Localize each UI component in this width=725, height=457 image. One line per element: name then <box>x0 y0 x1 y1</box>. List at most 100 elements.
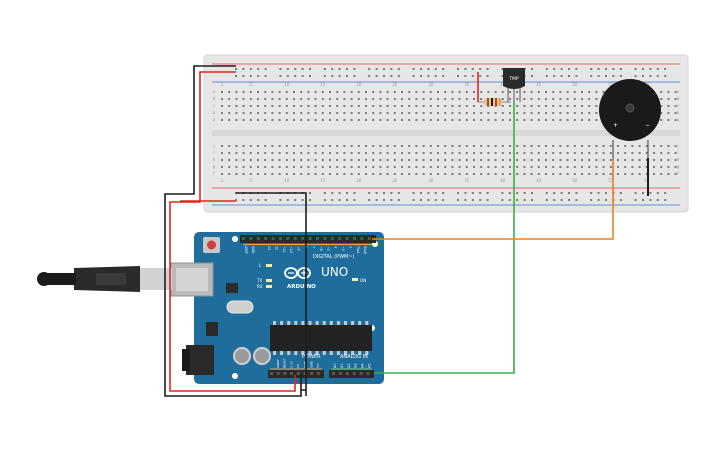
breadboard-hole <box>264 68 267 70</box>
digital-pin-hole[interactable] <box>316 237 319 240</box>
resistor[interactable] <box>478 98 511 106</box>
breadboard-hole <box>357 105 360 107</box>
wire-5v-red-top[interactable] <box>169 71 296 392</box>
breadboard-hole <box>605 199 607 201</box>
digital-pin-hole[interactable] <box>360 237 364 240</box>
breadboard-hole <box>420 192 422 194</box>
analog-pin-hole[interactable] <box>352 372 356 375</box>
power-pin-hole[interactable] <box>310 372 314 375</box>
digital-pin-hole[interactable] <box>256 237 260 240</box>
breadboard-hole <box>458 112 461 114</box>
breadboard-hole <box>458 105 461 107</box>
breadboard-hole <box>465 159 468 161</box>
digital-pin-hole[interactable] <box>353 237 356 240</box>
breadboard-hole <box>350 159 353 161</box>
power-pin-hole[interactable] <box>276 372 280 375</box>
breadboard-hole <box>242 199 245 201</box>
breadboard-hole <box>667 152 670 154</box>
row-letter: a <box>677 117 680 122</box>
digital-pin-hole[interactable] <box>345 237 349 240</box>
analog-pin-hole[interactable] <box>332 372 335 375</box>
column-number: 25 <box>392 178 398 183</box>
breadboard-hole <box>300 145 303 147</box>
power-pin-hole[interactable] <box>270 372 273 375</box>
breadboard-hole <box>638 145 641 147</box>
digital-pin-hole[interactable] <box>323 237 327 240</box>
piezo-buzzer[interactable]: + − <box>599 79 661 178</box>
breadboard-hole <box>293 173 295 175</box>
breadboard-hole <box>509 112 511 114</box>
power-pin-hole[interactable] <box>290 372 294 375</box>
column-number: 5 <box>250 82 253 87</box>
breadboard-hole <box>257 75 260 77</box>
column-number: 20 <box>356 82 362 87</box>
digital-pin-hole[interactable] <box>279 237 282 240</box>
breadboard-hole <box>560 75 563 77</box>
column-number: 50 <box>572 82 578 87</box>
breadboard-hole <box>487 166 490 168</box>
breadboard-hole <box>444 105 447 107</box>
usb-cable[interactable] <box>37 266 172 292</box>
breadboard-hole <box>372 145 375 147</box>
digital-pin-hole[interactable] <box>242 237 245 240</box>
breadboard-hole <box>279 199 282 201</box>
breadboard-hole <box>336 91 339 93</box>
breadboard-hole <box>307 105 310 107</box>
breadboard-hole <box>667 145 670 147</box>
mcu-pin <box>287 351 291 355</box>
digital-pin-hole[interactable] <box>301 237 305 240</box>
wire-buzzer-orange[interactable] <box>372 160 614 240</box>
tmp36-temperature-sensor[interactable]: TMP <box>503 68 525 102</box>
power-pin-hole[interactable] <box>303 372 307 375</box>
breadboard-hole <box>509 98 511 100</box>
digital-pin-hole[interactable] <box>308 237 312 240</box>
digital-pin-hole[interactable] <box>293 237 297 240</box>
analog-pin-hole[interactable] <box>338 372 342 375</box>
digital-pin-hole[interactable] <box>271 237 275 240</box>
wire-gnd-black-top[interactable] <box>164 65 302 397</box>
breadboard-hole <box>228 112 231 114</box>
breadboard-hole <box>323 192 326 194</box>
breadboard-hole <box>338 199 341 201</box>
digital-pin-hole[interactable] <box>249 237 253 240</box>
digital-pin-hole[interactable] <box>330 237 334 240</box>
analog-pin-hole[interactable] <box>366 372 370 375</box>
mcu-pin <box>358 321 362 325</box>
wire-gnd-black-bottom[interactable] <box>236 192 307 396</box>
breadboard-hole <box>242 98 245 100</box>
breadboard-hole <box>634 199 637 201</box>
breadboard-hole <box>660 105 663 107</box>
reset-button-cap[interactable] <box>207 240 216 250</box>
atmega-microcontroller <box>270 325 372 351</box>
analog-pin-hole[interactable] <box>359 372 363 375</box>
wire-signal-green[interactable] <box>374 102 515 374</box>
breadboard-hole <box>595 98 598 100</box>
power-pin-hole[interactable] <box>296 372 300 375</box>
resistor-band <box>499 98 501 106</box>
breadboard-hole <box>523 199 526 201</box>
analog-pin-hole[interactable] <box>345 372 349 375</box>
breadboard-hole <box>390 75 393 77</box>
breadboard-hole <box>516 105 519 107</box>
digital-pin-hole[interactable] <box>286 237 290 240</box>
arduino-uno-board[interactable]: L TX RX ON DIGITAL (PWM~) UNO ARDUINO PO… <box>170 232 384 384</box>
breadboard-hole <box>480 91 483 93</box>
row-letter: h <box>677 157 680 162</box>
mcu-pin <box>301 321 305 325</box>
breadboard-hole <box>590 192 593 194</box>
breadboard-hole <box>397 68 400 70</box>
breadboard-hole <box>300 98 303 100</box>
breadboard-hole <box>257 68 260 70</box>
breadboard-hole <box>300 166 303 168</box>
breadboard-hole <box>429 152 432 154</box>
digital-pin-hole[interactable] <box>338 237 342 240</box>
power-pin-hole[interactable] <box>316 372 320 375</box>
breadboard-hole <box>365 159 367 161</box>
digital-pin-hole[interactable] <box>367 237 371 240</box>
digital-pin-hole[interactable] <box>264 237 268 240</box>
power-pin-hole[interactable] <box>283 372 287 375</box>
breadboard-hole <box>331 199 334 201</box>
breadboard-hole <box>457 199 459 201</box>
breadboard-hole <box>386 173 389 175</box>
